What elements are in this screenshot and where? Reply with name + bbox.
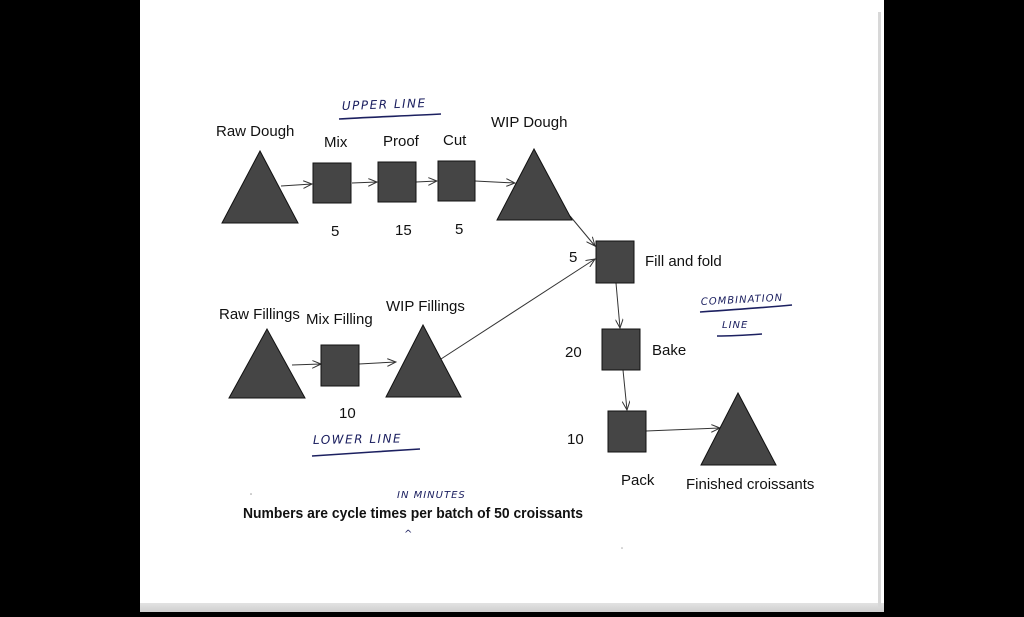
wip-dough-inventory-triangle [496, 147, 573, 221]
cut-process-box [437, 160, 476, 202]
mix-filling-cycle-time: 10 [339, 405, 356, 422]
proof-label: Proof [383, 133, 420, 150]
connector-pack-finished [645, 428, 720, 431]
connector-fill-fold-bake [616, 282, 620, 328]
connector-raw-fillings-mix-filling [291, 364, 321, 365]
connector-bake-pack [623, 369, 627, 410]
combination-line-underline [716, 333, 763, 337]
mix-filling-label: Mix Filling [306, 311, 373, 328]
pack-cycle-time: 10 [567, 431, 584, 448]
connector-mix-filling-wip-fillings [358, 362, 396, 364]
wip-fillings-label: WIP Fillings [386, 298, 465, 315]
bake-process-box [601, 328, 641, 371]
bake-label: Bake [652, 342, 686, 359]
proof-cycle-time: 15 [395, 222, 412, 239]
page-bottom-edge [140, 603, 884, 612]
finished-croissants-label: Finished croissants [686, 476, 814, 493]
connector-cut-wip-dough [474, 181, 515, 183]
raw-fillings-inventory-triangle [228, 327, 306, 399]
mix-filling-process-box [320, 344, 360, 387]
raw-dough-inventory-triangle [221, 149, 299, 224]
fill-and-fold-cycle-time: 5 [569, 249, 577, 266]
connector-wip-dough-fill-fold [569, 215, 595, 246]
fill-and-fold-process-box [595, 240, 635, 284]
wip-fillings-inventory-triangle [385, 323, 462, 398]
upper-line-annotation: UPPER LINE [342, 96, 427, 113]
scan-speck [621, 547, 623, 549]
mix-label: Mix [324, 134, 348, 151]
scan-speck [250, 493, 252, 495]
combination-annotation: COMBINATION [701, 293, 784, 308]
pack-label: Pack [621, 472, 655, 489]
lower-line-annotation: LOWER LINE [313, 431, 402, 447]
upper-line-underline [338, 113, 442, 120]
page-right-edge [878, 12, 881, 608]
mix-cycle-time: 5 [331, 223, 339, 240]
connector-wip-fillings-fill-fold [440, 259, 595, 360]
cut-label: Cut [443, 132, 467, 149]
raw-dough-label: Raw Dough [216, 123, 294, 140]
cut-cycle-time: 5 [455, 221, 463, 238]
fill-and-fold-label: Fill and fold [645, 253, 722, 270]
raw-fillings-label: Raw Fillings [219, 306, 300, 323]
mix-process-box [312, 162, 352, 204]
combination-line-annotation: LINE [722, 320, 748, 331]
pack-process-box [607, 410, 647, 453]
wip-dough-label: WIP Dough [491, 114, 567, 131]
proof-process-box [377, 161, 417, 203]
combination-underline [699, 304, 793, 313]
in-minutes-annotation: IN MINUTES [397, 490, 466, 501]
cycle-time-footnote: Numbers are cycle times per batch of 50 … [243, 505, 583, 522]
connector-mix-proof [351, 182, 377, 183]
lower-line-underline [311, 448, 421, 457]
connector-proof-cut [415, 181, 437, 182]
connector-raw-dough-mix [280, 184, 312, 186]
bake-cycle-time: 20 [565, 344, 582, 361]
insertion-caret: ^ [404, 529, 413, 540]
finished-croissants-inventory-triangle [700, 391, 777, 466]
document-page [140, 0, 884, 612]
